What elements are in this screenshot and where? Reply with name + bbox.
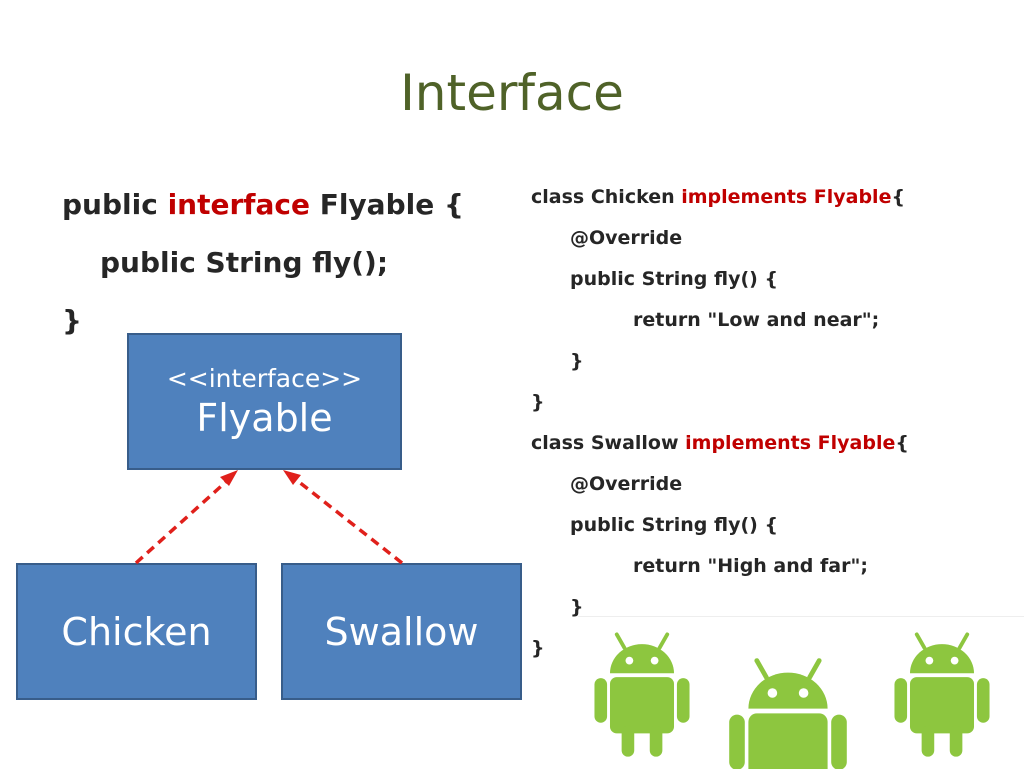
chicken-class-declaration: class Chicken implements Flyable{ [531, 186, 905, 208]
swallow-method-close: } [570, 596, 584, 618]
android-robot-icon [594, 632, 690, 757]
chicken-method-close: } [570, 350, 584, 372]
code-text: { [891, 186, 905, 208]
interface-close-brace: } [62, 304, 82, 337]
android-robot-icon [894, 632, 990, 757]
android-robots [594, 632, 990, 774]
swallow-class-close: } [531, 637, 545, 659]
chicken-method-declaration: public String fly() { [570, 268, 778, 290]
code-text: class Chicken [531, 186, 682, 208]
chicken-return-statement: return "Low and near"; [633, 309, 880, 331]
chicken-arrowhead [220, 470, 238, 486]
chicken-class-close: } [531, 391, 545, 413]
swallow-class-declaration: class Swallow implements Flyable{ [531, 432, 909, 454]
swallow-override-annotation: @Override [570, 473, 683, 495]
swallow-return-statement: return "High and far"; [633, 555, 868, 577]
android-robot-icon [729, 658, 847, 774]
code-text: public [62, 188, 168, 221]
class-box-chicken: Chicken [16, 563, 257, 700]
interface-declaration-line: public interface Flyable { [62, 188, 464, 221]
code-text: class Swallow [531, 432, 686, 454]
interface-method-line: public String fly(); [100, 246, 389, 279]
keyword-implements: implements Flyable [685, 432, 896, 454]
swallow-realization-arrow [292, 476, 404, 565]
keyword-implements: implements Flyable [681, 186, 892, 208]
android-image-panel [578, 616, 1024, 774]
swallow-method-declaration: public String fly() { [570, 514, 778, 536]
swallow-arrowhead [283, 470, 301, 485]
slide-title: Interface [400, 64, 624, 122]
interface-name-label: Flyable [196, 395, 333, 440]
interface-box-flyable: <<interface>> Flyable [127, 333, 402, 470]
code-text: Flyable { [309, 188, 464, 221]
code-text: { [895, 432, 909, 454]
interface-stereotype-label: <<interface>> [166, 363, 363, 393]
class-box-swallow: Swallow [281, 563, 522, 700]
chicken-realization-arrow [134, 478, 230, 565]
chicken-override-annotation: @Override [570, 227, 683, 249]
keyword-interface: interface [167, 188, 310, 221]
